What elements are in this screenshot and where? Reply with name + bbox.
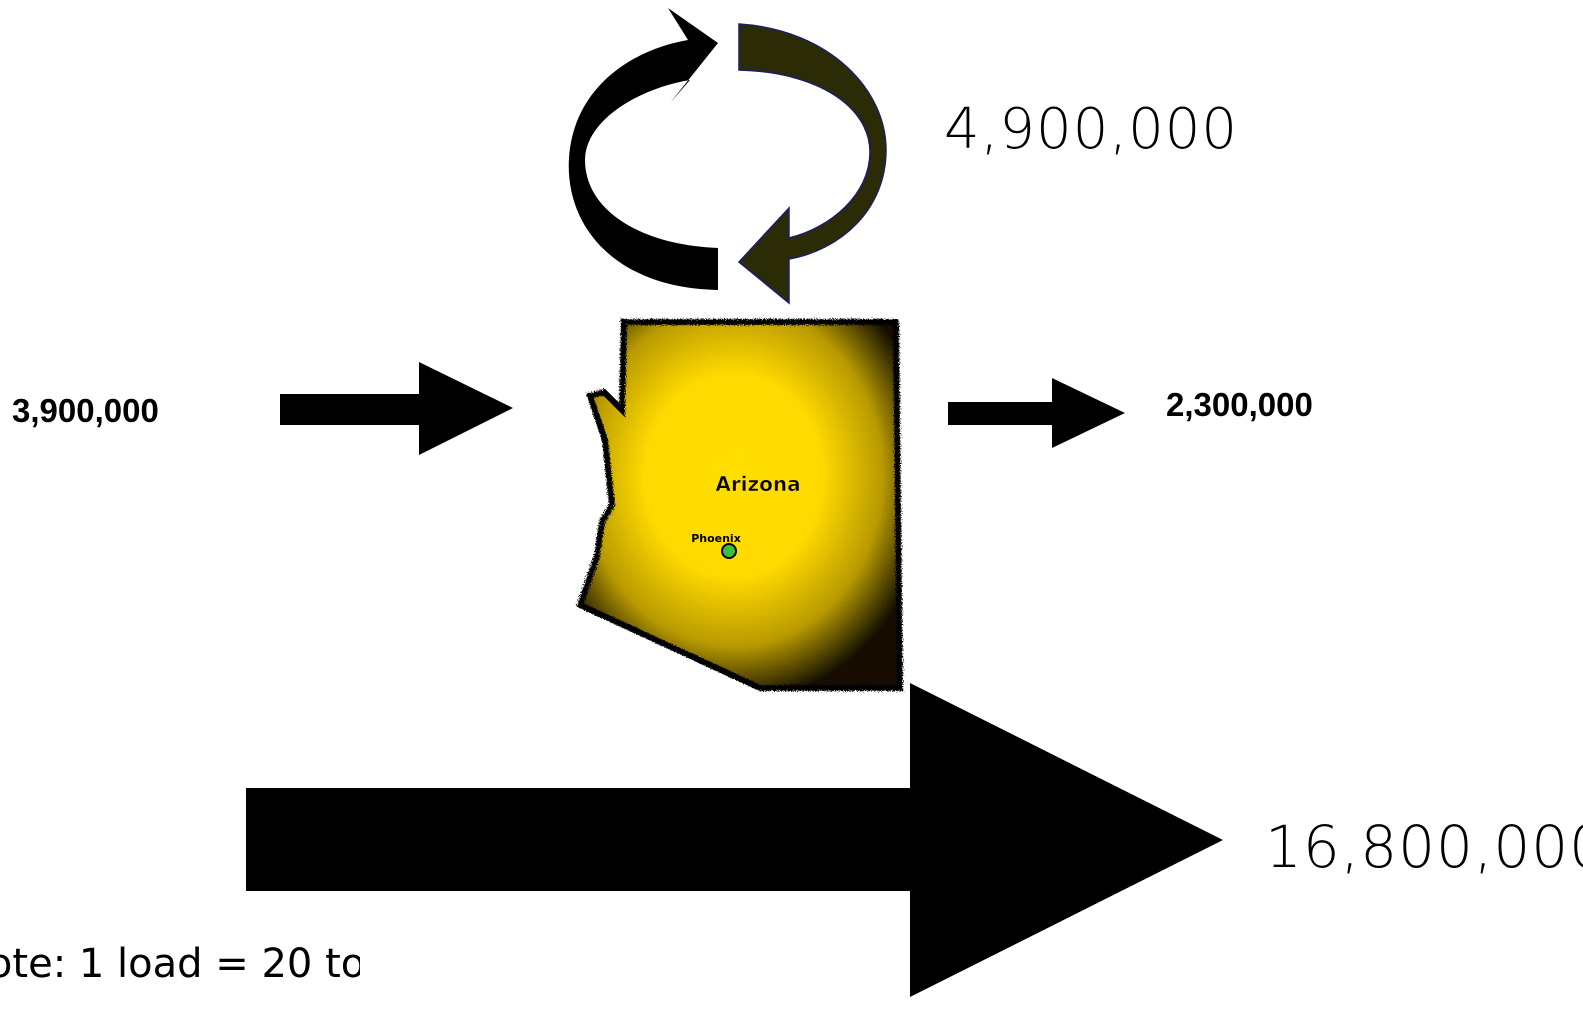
arizona-map: Arizona Phoenix (576, 319, 904, 691)
city-dot-icon (721, 543, 737, 559)
load-note: Note: 1 load = 20 tons (0, 941, 360, 987)
imported-amount-label: 3,900,000 (12, 392, 159, 429)
exported-amount-label: 2,300,000 (1166, 386, 1313, 423)
arizona-state-shape (576, 319, 904, 691)
recycle-arrow-right (737, 23, 887, 305)
city-name-label: Phoenix (691, 532, 741, 545)
recycle-arrow-left (568, 8, 718, 290)
state-name-label: Arizona (715, 472, 800, 496)
import-arrow-icon (280, 362, 513, 455)
export-arrow-icon (948, 378, 1125, 448)
landfill-arrow-icon (246, 683, 1223, 997)
recycle-cycle-icon (568, 8, 887, 305)
landfilled-amount-label: 16,800,000 (1265, 813, 1583, 881)
note-container: Note: 1 load = 20 tons (0, 930, 360, 1000)
recycled-amount-label: 4,900,000 (944, 97, 1239, 162)
